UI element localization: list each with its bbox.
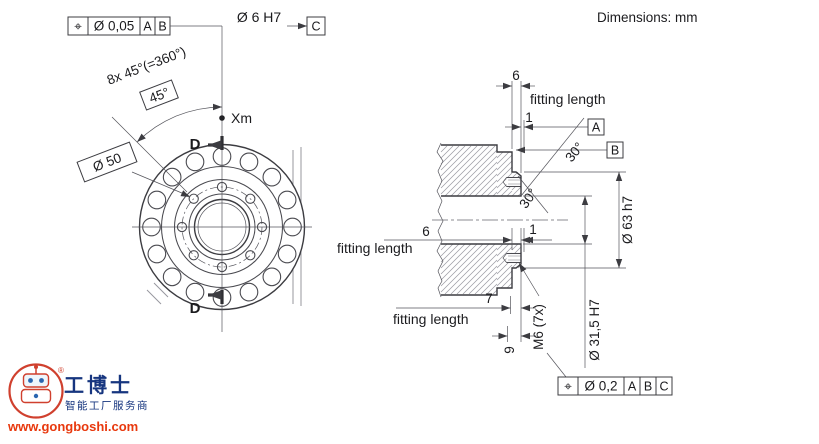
fit-mid-label: fitting length (337, 240, 413, 256)
dim-bore-dia: Ø 31,5 H7 (523, 195, 602, 368)
angle-label: 45° (147, 85, 171, 106)
offset-top-value: 1 (525, 110, 533, 125)
dim-spigot-dia: Ø 63 h7 (524, 171, 635, 269)
fcf2-datum1: A (628, 380, 637, 394)
hatch-ring-lower (496, 243, 513, 289)
offset-mid-value: 1 (529, 222, 537, 237)
thread-depth: 9 (502, 346, 517, 354)
section-view: 6 fitting length 1 A B 30° 30° (337, 68, 673, 396)
spigot-dia: Ø 63 h7 (620, 196, 635, 244)
section-outline (432, 142, 568, 298)
bore-dia: Ø 31,5 H7 (587, 299, 602, 361)
hatch-body-upper (440, 145, 498, 197)
fcf-datum2: B (158, 20, 166, 34)
bolt-circle-callout: Ø 50 (76, 141, 192, 200)
fcf-datum1: A (143, 20, 152, 34)
angle-dimension: 45° 8x 45°(=360°) (105, 44, 223, 145)
section-label-bottom: D (190, 300, 201, 317)
datum-b: B (611, 144, 619, 158)
thread-callout-group: M6 (7x) (516, 261, 546, 350)
fcf2-symbol: ⌖ (564, 379, 572, 394)
pattern-note: 8x 45°(=360°) (105, 44, 188, 88)
xm-label: Xm (231, 110, 252, 126)
registered-mark: ® (58, 366, 64, 375)
dim-fit-bottom: 7 fitting length 9 (393, 270, 536, 354)
hole-callout-group: ⌖ Ø 0,05 A B Ø 6 H7 C (67, 9, 326, 36)
dim-fit-mid: 6 fitting length 1 (337, 222, 552, 256)
position-tolerance-frame: ⌖ Ø 0,2 A B C (546, 352, 673, 396)
section-label-top: D (190, 136, 201, 153)
datum-a: A (592, 121, 601, 135)
dim-fit-top: 6 fitting length 1 A B (496, 68, 624, 173)
chamfer-callouts: 30° 30° (516, 117, 587, 214)
fit-top-label: fitting length (530, 91, 606, 107)
fit-bottom-label: fitting length (393, 311, 469, 327)
fcf2-tolerance: Ø 0,2 (584, 379, 617, 394)
datum-c: C (311, 20, 320, 34)
thread-hole-lower (502, 252, 521, 264)
hatch-body-lower (440, 243, 498, 295)
units-note: Dimensions: mm (597, 10, 698, 25)
hole-callout: Ø 6 H7 (237, 9, 282, 25)
vendor-watermark: ® 工博士 智能工厂服务商 www.gongboshi.com (7, 363, 149, 434)
mastering-point: Xm (219, 110, 252, 126)
housing-edges (146, 147, 302, 306)
chamfer-angle-2: 30° (562, 140, 587, 165)
fit-mid-value: 6 (422, 224, 430, 239)
thread-callout: M6 (7x) (531, 304, 546, 350)
fcf-symbol: ⌖ (74, 19, 82, 34)
fit-bottom-value: 7 (485, 291, 493, 306)
logo-mascot (8, 363, 64, 419)
chamfer-angle-1: 30° (516, 186, 540, 211)
centerlines (111, 26, 312, 332)
section-marks: D D (190, 136, 224, 317)
thread-hole-upper (502, 176, 521, 188)
brand-url: www.gongboshi.com (7, 419, 138, 434)
front-view: 45° 8x 45°(=360°) Ø 50 Xm D (67, 9, 326, 332)
xm-dot (219, 115, 225, 121)
hatch-ring-upper (496, 151, 513, 197)
fcf-tolerance: Ø 0,05 (94, 19, 135, 34)
fcf2-datum3: C (659, 380, 668, 394)
brand-tagline: 智能工厂服务商 (65, 399, 149, 412)
fcf2-datum2: B (644, 380, 652, 394)
fit-top-value: 6 (512, 68, 520, 83)
brand-name: 工博士 (64, 373, 133, 397)
